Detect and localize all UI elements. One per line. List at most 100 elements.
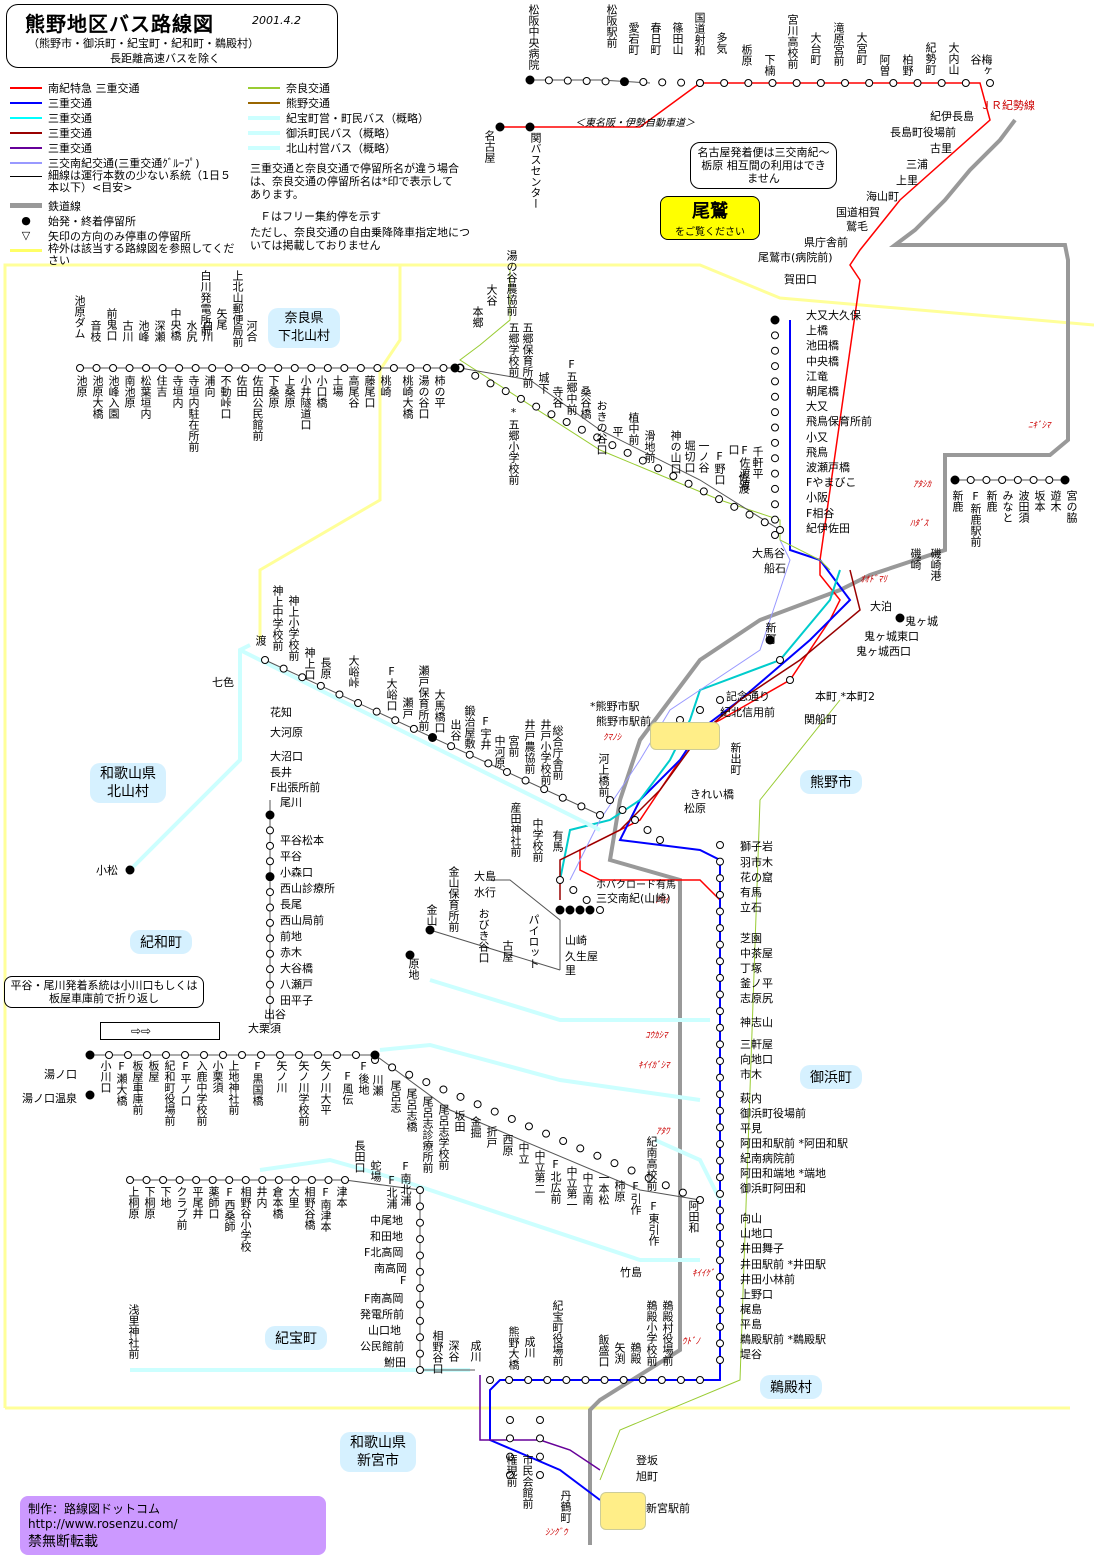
community-route	[259, 1157, 700, 1262]
legend-row: 三重交通	[10, 95, 250, 110]
stop-label: 鵜殿	[629, 1342, 642, 1364]
stop-label: 市木	[740, 1068, 762, 1081]
east-right-stops: 新鹿 F新鹿駅前 新鹿 みなと 波田須 坂本 遊木 宮の脇 磯崎 磯崎港	[900, 470, 1090, 590]
stop-marker	[516, 394, 525, 403]
stop-marker	[677, 78, 686, 87]
stop-label: 小松	[96, 864, 118, 877]
stop-label: 飛鳥保育所前	[806, 415, 872, 429]
stop-label: 白川発電所前	[199, 270, 212, 336]
stop-marker	[536, 1471, 544, 1479]
stop-label: 矢渕	[613, 1342, 626, 1364]
note-free-ride: ただし、奈良交通の自由乗降降車指定地については掲載しておりません	[250, 226, 470, 252]
stop-label: 新町	[764, 622, 777, 644]
stop-marker	[745, 510, 754, 519]
stop-label: 松阪駅前	[605, 4, 618, 48]
stop-label: 下楠	[763, 54, 776, 76]
stop-label: 中河原	[493, 735, 506, 768]
terminal-stop-marker	[265, 810, 275, 820]
stop-marker	[559, 1137, 568, 1146]
stop-label: 住吉	[155, 375, 168, 397]
stop-label: 津本	[335, 1186, 348, 1208]
stop-marker	[716, 841, 724, 849]
legend-row: 奈良交通	[248, 80, 478, 95]
stop-label: 矢ノ川	[275, 1060, 288, 1093]
stop-marker	[563, 76, 572, 85]
stop-marker	[577, 802, 586, 811]
stop-marker	[716, 957, 724, 966]
stop-label: 上橋	[806, 324, 828, 338]
rail-station-arii: ｱﾘｲ	[655, 896, 669, 906]
stop-marker	[716, 1073, 724, 1082]
stop-marker	[391, 716, 400, 725]
stop-label: 向山	[740, 1212, 762, 1225]
stop-label: 古里	[930, 142, 952, 155]
legend-label: 三重交通	[48, 126, 92, 140]
shingu-station-box	[600, 1492, 646, 1530]
bottom-stops: 熊野大橋 成川 紀宝町役場前 飯盛口 矢渕 鵜殿 鵜殿小学校前 鵜殿村役場前 権…	[500, 1300, 700, 1540]
legend-row: 南紀特急 三重交通	[10, 80, 250, 95]
owase-label: 尾鷲	[692, 201, 728, 222]
stop-label: 総合庁舎前	[551, 725, 564, 780]
stop-label: 西原	[501, 1134, 514, 1156]
stop-marker	[257, 1051, 265, 1059]
stop-label: 矢尾	[215, 308, 228, 330]
stop-label: 西山局前	[280, 914, 324, 927]
stop-marker	[998, 476, 1007, 484]
stop-marker	[678, 1188, 687, 1197]
stop-label: 折戸	[485, 1126, 498, 1148]
kiwa-south-stops: 七色 花知 大河原 大沼口 長井 F出張所前 尾川 平谷松本 平谷 小森口 西山…	[200, 672, 360, 1035]
stop-marker	[274, 1176, 283, 1184]
stop-label: 柏野	[901, 54, 914, 76]
stop-label: 海山町	[866, 190, 899, 203]
stop-label: 新鹿	[951, 490, 964, 512]
stop-marker	[771, 392, 779, 401]
stop-label: 竹島	[620, 1266, 642, 1279]
stop-label: 尾呂志橋	[405, 1088, 418, 1132]
owase-reference-box[interactable]: 尾鷲 をご覧ください	[660, 196, 760, 240]
stop-label: 飯盛口	[597, 1334, 610, 1367]
stop-label: パイロット	[527, 914, 540, 969]
stop-label: 井内	[255, 1186, 268, 1208]
stop-label: 矢ノ川大平	[319, 1060, 332, 1115]
stop-marker	[771, 531, 779, 539]
stop-label: 寺垣内	[171, 375, 184, 408]
stop-label: 中央橋	[806, 354, 839, 368]
stop-label: *五郷小学校前	[507, 406, 520, 485]
stop-marker	[506, 1416, 514, 1424]
stop-label: 和田地	[370, 1230, 403, 1243]
stop-label: F出張所前	[270, 781, 321, 794]
stop-marker	[816, 79, 825, 87]
stop-label: 前鬼口	[105, 308, 118, 341]
stop-label: クラブ前	[175, 1186, 188, 1230]
stop-marker	[409, 724, 418, 733]
stop-marker	[600, 1376, 609, 1384]
stop-marker	[716, 1322, 724, 1331]
stop-marker	[124, 1051, 132, 1059]
stop-label: 中立第一	[565, 1166, 578, 1210]
area-kitayama: 和歌山県 北山村	[90, 763, 166, 803]
stop-label: 上野口	[740, 1288, 773, 1301]
goshi-stops: 湯の谷農協前 大谷 本郷 五郷保育所前 五郷学校前 *五郷小学校前 城下 F五郷…	[460, 250, 780, 500]
stop-marker	[266, 903, 274, 912]
stop-label: 長島町役場前	[890, 126, 956, 139]
stop-label: 県庁舎前	[804, 236, 848, 249]
stop-label: 中学校前	[531, 818, 544, 862]
terminal-stop-marker	[765, 635, 775, 645]
stop-label: 神志山	[740, 1016, 773, 1029]
rail-station-atawa: ｱﾀﾜ	[656, 1127, 670, 1137]
stop-marker	[372, 707, 381, 716]
stop-marker	[333, 1051, 341, 1059]
stop-label: 上桑原	[283, 375, 296, 408]
stop-label: 堀切口	[683, 440, 696, 473]
stop-label: F瀬大橋	[115, 1060, 128, 1106]
stop-marker	[696, 1196, 704, 1204]
stop-marker	[716, 1306, 724, 1315]
stop-label: 不動峠口	[219, 375, 232, 419]
stop-marker	[744, 79, 753, 87]
legend-label: 枠外は該当する路線図を参照してください	[48, 242, 235, 267]
rail-station-kogashima: ｺｳｶｼﾏ	[645, 1031, 668, 1041]
stop-marker	[324, 1176, 333, 1184]
stop-label: 大台町	[809, 32, 822, 65]
stop-marker	[638, 456, 647, 465]
